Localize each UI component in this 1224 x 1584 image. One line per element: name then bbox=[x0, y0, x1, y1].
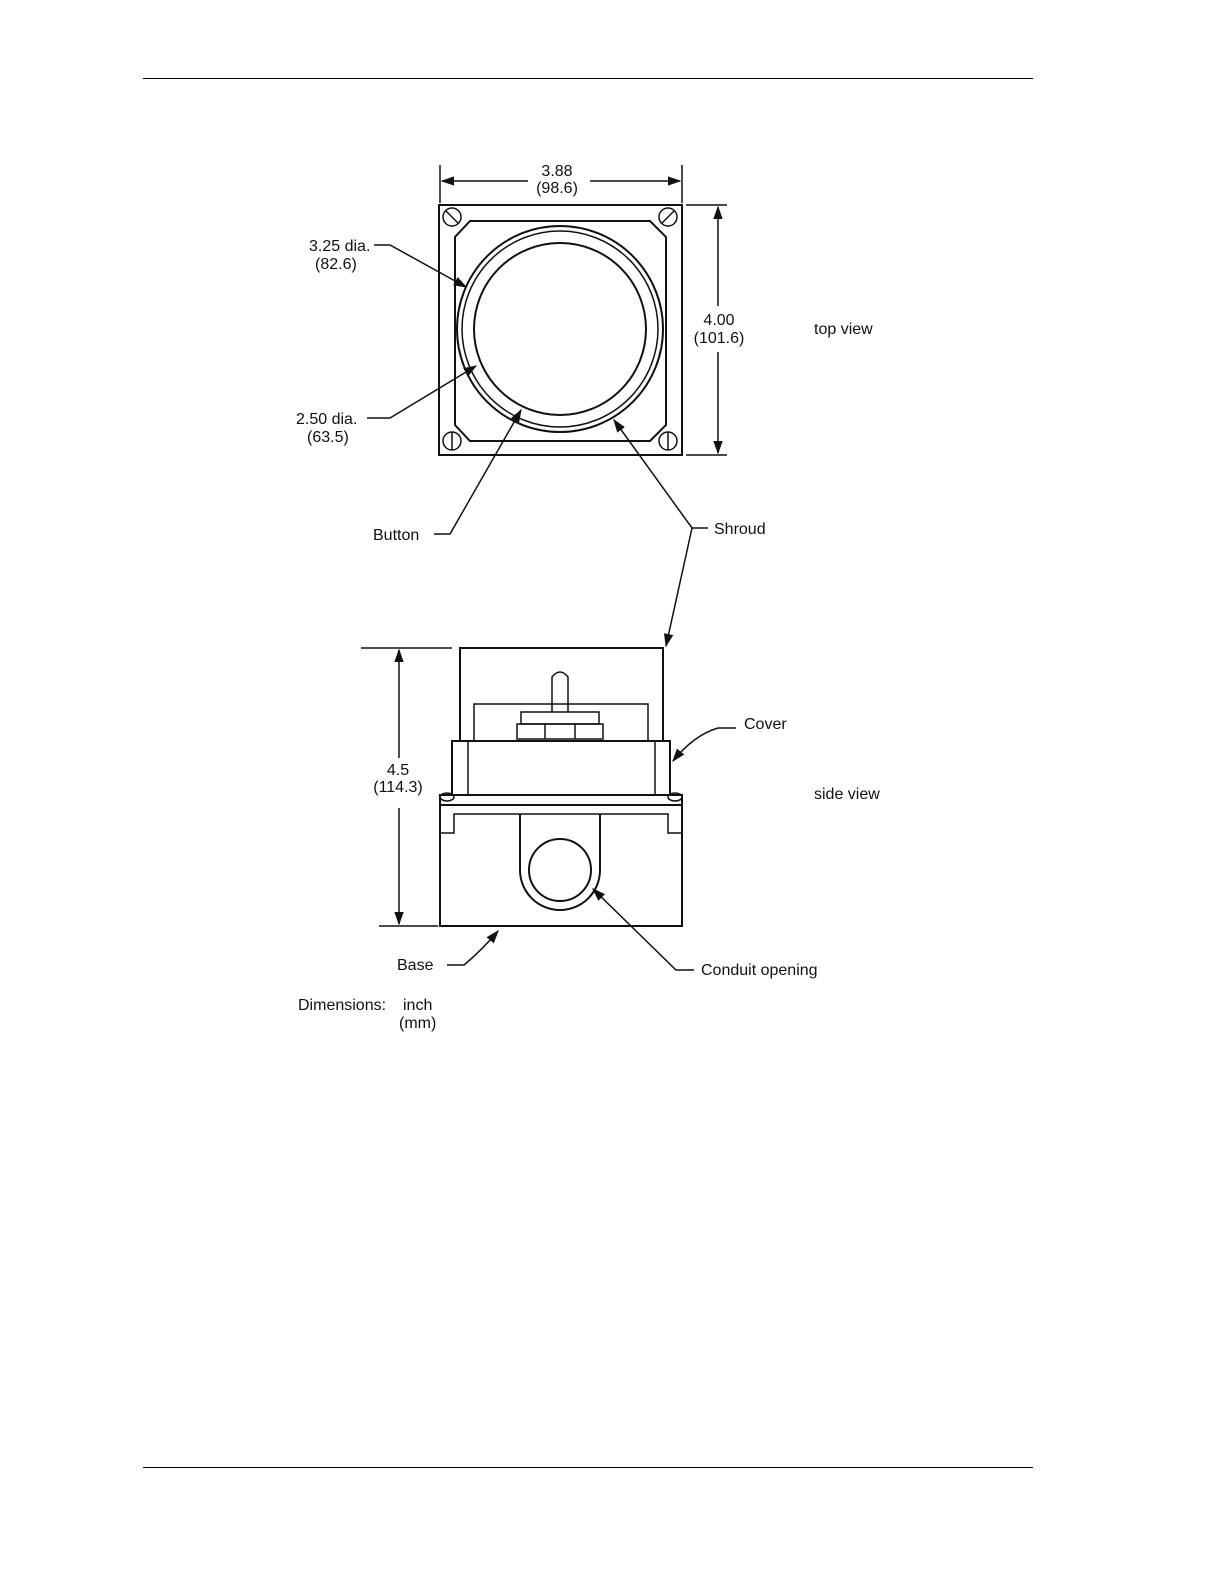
top-height-mm: (101.6) bbox=[694, 330, 745, 347]
inner-dia-inch: 2.50 dia. bbox=[296, 411, 357, 428]
shroud-outer-circle bbox=[457, 226, 663, 432]
screw-icon bbox=[443, 432, 461, 450]
conduit-opening-circle bbox=[529, 839, 591, 901]
screw-icon bbox=[659, 208, 677, 226]
conduit-callout: Conduit opening bbox=[701, 962, 818, 979]
top-height-inch: 4.00 bbox=[703, 312, 734, 329]
side-base bbox=[440, 805, 682, 926]
top-view-label: top view bbox=[814, 321, 873, 338]
base-callout: Base bbox=[397, 957, 434, 974]
side-cover bbox=[452, 741, 670, 795]
shroud-callout: Shroud bbox=[714, 521, 766, 538]
outer-dia-mm: (82.6) bbox=[315, 256, 357, 273]
top-gasket-outline bbox=[455, 221, 666, 441]
screw-icon bbox=[443, 208, 461, 226]
units-primary: inch bbox=[403, 997, 432, 1014]
units-secondary: (mm) bbox=[399, 1015, 436, 1032]
side-shroud bbox=[460, 648, 663, 741]
button-callout: Button bbox=[373, 527, 419, 544]
conduit-boss bbox=[520, 814, 600, 910]
outer-dia-inch: 3.25 dia. bbox=[309, 238, 370, 255]
side-flange bbox=[440, 795, 682, 805]
screw-icon bbox=[659, 432, 677, 450]
side-view-label: side view bbox=[814, 786, 880, 803]
top-width-inch: 3.88 bbox=[541, 163, 572, 180]
side-height-mm: (114.3) bbox=[373, 779, 423, 796]
shroud-inner-circle bbox=[462, 231, 658, 427]
side-view-drawing: 4.5 (114.3) side view Cover Base Conduit… bbox=[298, 648, 880, 1032]
side-height-inch: 4.5 bbox=[387, 762, 409, 779]
cover-callout: Cover bbox=[744, 716, 787, 733]
inner-dia-mm: (63.5) bbox=[307, 429, 349, 446]
button-circle bbox=[474, 243, 646, 415]
top-width-mm: (98.6) bbox=[536, 180, 578, 197]
top-view-drawing: 3.88 (98.6) 4.00 (101.6) top view 3.25 d… bbox=[296, 163, 873, 646]
units-label: Dimensions: bbox=[298, 997, 386, 1014]
